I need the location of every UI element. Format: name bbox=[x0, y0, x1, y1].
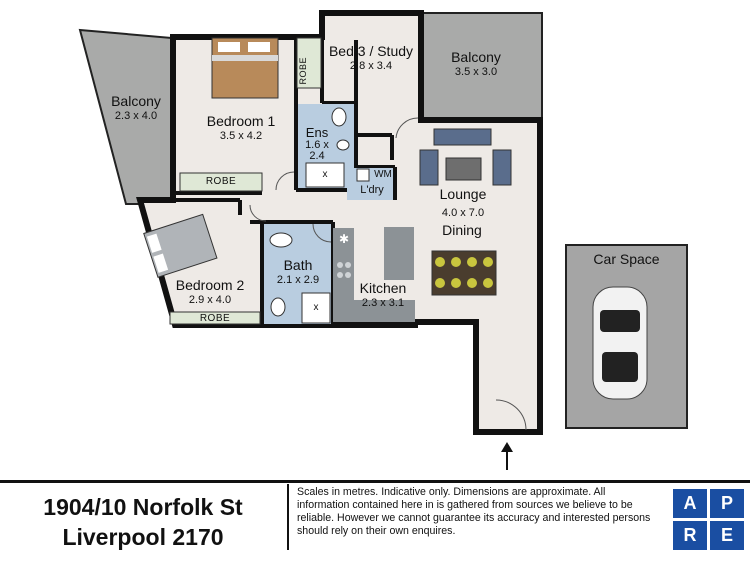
balcony-left-label: Balcony 2.3 x 4.0 bbox=[101, 94, 171, 122]
shower-ensuite-icon bbox=[305, 162, 345, 188]
room-name: Bedroom 1 bbox=[206, 113, 276, 129]
room-name: Kitchen bbox=[359, 280, 407, 296]
kitchen-label: Kitchen 2.3 x 3.1 bbox=[352, 281, 414, 309]
room-name: Balcony bbox=[111, 93, 161, 109]
dining-label: Dining bbox=[442, 222, 482, 238]
kitchen-island bbox=[384, 227, 414, 280]
room-dimensions: 2.1 x 2.9 bbox=[276, 274, 320, 286]
ensuite-label: Ens 1.6 x 2.4 bbox=[297, 126, 337, 162]
bath-shower-mark: x bbox=[313, 302, 319, 313]
robe-bed1-bottom bbox=[179, 172, 263, 192]
room-name: Ens bbox=[305, 125, 329, 140]
room-name: Bed 3 / Study bbox=[328, 43, 414, 59]
car-icon bbox=[592, 286, 648, 400]
basin-icon bbox=[331, 107, 347, 127]
disclaimer-text: Scales in metres. Indicative only. Dimen… bbox=[287, 484, 662, 550]
room-dimensions: 2.3 x 3.1 bbox=[361, 297, 405, 309]
robe-bed1-bottom-label: ROBE bbox=[205, 176, 237, 187]
washing-machine-label: WM bbox=[374, 169, 392, 180]
door-swings bbox=[249, 117, 527, 431]
laundry-label: L'dry bbox=[360, 184, 384, 196]
footer-divider bbox=[0, 480, 750, 483]
sofa-icon bbox=[419, 128, 512, 186]
logo-letter: R bbox=[673, 521, 707, 550]
room-dimensions: 2.3 x 4.0 bbox=[114, 110, 158, 122]
bed2-icon bbox=[143, 213, 218, 278]
room-dimensions: 3.5 x 4.2 bbox=[219, 130, 263, 142]
laundry-area bbox=[347, 168, 393, 200]
dining-table-icon bbox=[431, 250, 497, 296]
room-name: Balcony bbox=[451, 49, 501, 65]
toilet-icon bbox=[336, 139, 350, 151]
logo-letter: E bbox=[710, 521, 744, 550]
robe-bed1-side bbox=[296, 37, 322, 89]
robe-bed2-label: ROBE bbox=[199, 313, 231, 324]
floor-plan: ✱ bbox=[78, 10, 688, 470]
room-dimensions: 2.9 x 4.0 bbox=[188, 294, 232, 306]
bedroom2-label: Bedroom 2 2.9 x 4.0 bbox=[165, 278, 255, 306]
address-street: 1904/10 Norfolk St bbox=[43, 494, 243, 520]
room-name: Bath bbox=[283, 257, 313, 273]
room-name: Bedroom 2 bbox=[175, 277, 245, 293]
entry-arrow-icon bbox=[501, 442, 513, 470]
address-suburb: Liverpool 2170 bbox=[62, 524, 224, 550]
apre-logo: A P R E bbox=[673, 489, 745, 551]
bedroom1-label: Bedroom 1 3.5 x 4.2 bbox=[196, 114, 286, 142]
room-name: Lounge bbox=[439, 186, 487, 202]
bed3-label: Bed 3 / Study 2.8 x 3.4 bbox=[323, 44, 419, 72]
car-space-label: Car Space bbox=[593, 251, 660, 267]
balcony-right-label: Balcony 3.5 x 3.0 bbox=[436, 50, 516, 78]
robe-bed1-side-label: ROBE bbox=[298, 57, 308, 85]
bed-icon bbox=[211, 37, 279, 99]
room-dimensions: 1.6 x bbox=[305, 139, 329, 151]
room-dimensions: 4.0 x 7.0 bbox=[441, 207, 485, 219]
room-dimensions: 2.8 x 3.4 bbox=[349, 60, 393, 72]
bath-toilet-icon bbox=[270, 297, 286, 317]
property-address: 1904/10 Norfolk St Liverpool 2170 bbox=[8, 492, 278, 552]
sink-icon: ✱ bbox=[339, 232, 349, 246]
logo-letter: P bbox=[710, 489, 744, 518]
shower-mark: x bbox=[322, 169, 328, 180]
washing-machine-icon bbox=[356, 168, 370, 182]
bath-basin-icon bbox=[269, 232, 293, 248]
cooktop-icon bbox=[337, 262, 351, 278]
room-dimensions-2: 2.4 bbox=[309, 150, 325, 162]
lounge-label: Lounge 4.0 x 7.0 bbox=[420, 187, 506, 219]
logo-letter: A bbox=[673, 489, 707, 518]
robe-bed2 bbox=[169, 311, 261, 325]
kitchen-bench bbox=[333, 228, 415, 322]
room-dimensions: 3.5 x 3.0 bbox=[454, 66, 498, 78]
bath-label: Bath 2.1 x 2.9 bbox=[266, 258, 330, 286]
shower-icon bbox=[301, 292, 331, 324]
